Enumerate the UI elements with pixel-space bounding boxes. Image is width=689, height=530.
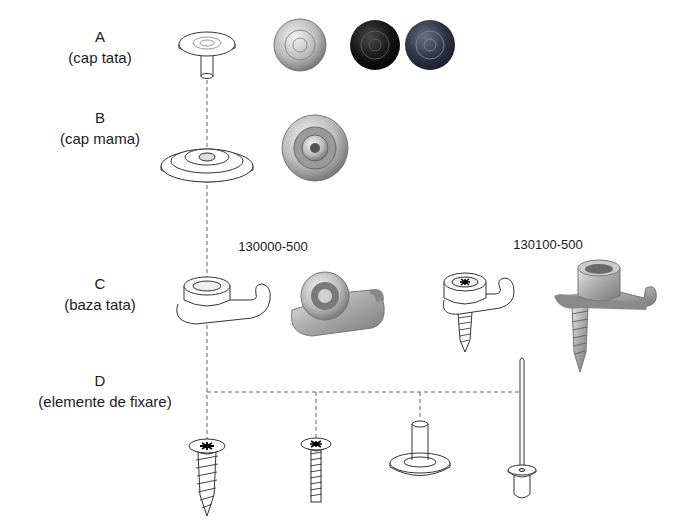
- part-name: (elemente de fixare): [38, 393, 171, 411]
- part-code: 130000-500: [238, 239, 307, 255]
- male-cap-photos: [274, 19, 455, 71]
- female-cap-drawing: [161, 149, 253, 182]
- screw-base-photo: [554, 260, 656, 372]
- part-name: (cap mama): [60, 130, 140, 148]
- part-name: (baza tata): [64, 296, 136, 314]
- male-base-drawing: [177, 277, 271, 324]
- eyelet-drawing: [390, 421, 450, 476]
- blind-rivet-drawing: [508, 358, 536, 498]
- wood-screw-drawing: [189, 439, 225, 516]
- screw-base-drawing: [443, 273, 514, 352]
- female-cap-photo: [282, 115, 348, 181]
- guide-lines: [207, 80, 522, 442]
- male-cap-drawing: [179, 32, 235, 79]
- part-letter: A: [95, 28, 105, 46]
- part-letter: B: [95, 109, 105, 127]
- part-letter: D: [95, 372, 106, 390]
- part-letter: C: [95, 275, 106, 293]
- part-code: 130100-500: [513, 237, 582, 253]
- part-name: (cap tata): [68, 49, 131, 67]
- male-base-photo: [291, 272, 384, 336]
- machine-screw-drawing: [301, 438, 331, 502]
